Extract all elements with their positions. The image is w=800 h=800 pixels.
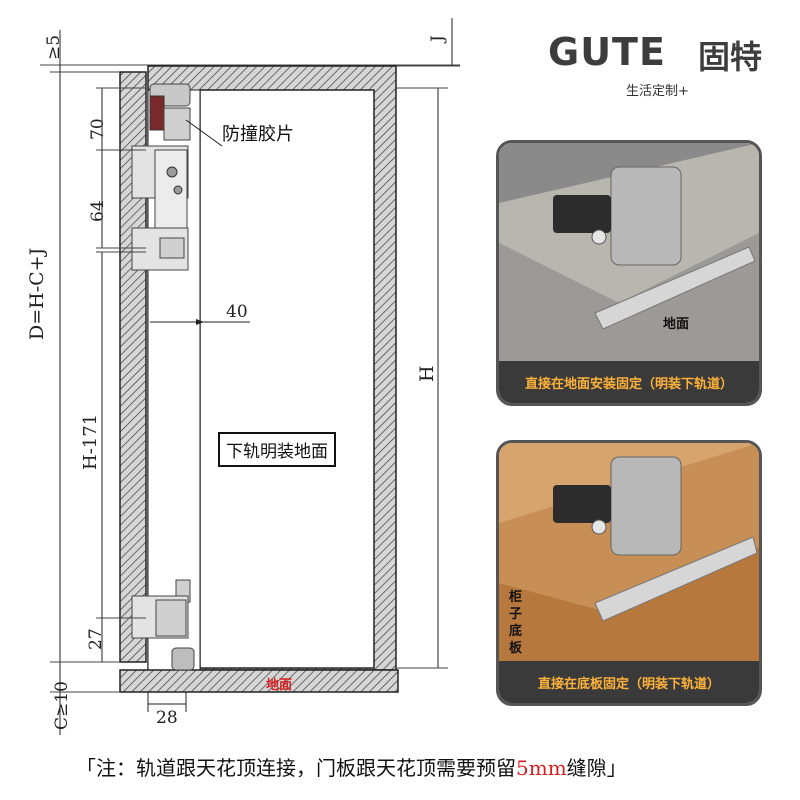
dim-top-gap: ≥5 (44, 34, 64, 60)
cabinet-frame (147, 65, 397, 671)
brand-wordmark: GUTE (548, 30, 666, 74)
dim-c-gap: C≥10 (52, 681, 72, 730)
dim-d-line (50, 71, 120, 663)
dim-h-line (396, 87, 448, 669)
bumper-label: 防撞胶片 (222, 124, 294, 145)
photo-panel-base: 柜子底板 直接在底板固定（明装下轨道） (496, 440, 762, 706)
dim-d-formula: D=H-C+J (26, 247, 48, 340)
dim-h: H (416, 365, 438, 382)
dim-hardware-lines (96, 87, 146, 662)
top-roller-hardware (131, 83, 191, 271)
floor-slab (119, 669, 399, 693)
photo-panel-floor: 地面 直接在地面安装固定（明装下轨道） (496, 140, 762, 406)
bottom-guide-hardware (131, 579, 195, 671)
brand-logo: GUTE 固特 生活定制+ (548, 24, 780, 104)
dim-70: 70 (88, 118, 108, 140)
dim-40: 40 (226, 302, 248, 322)
dim-27: 27 (86, 628, 106, 650)
photo-caption-floor: 直接在地面安装固定（明装下轨道） (499, 361, 759, 403)
dim-28-line (147, 692, 187, 712)
note-suffix: 缝隙」 (566, 756, 627, 780)
dim-j: J (428, 35, 448, 42)
note-prefix: 「注：轨道跟天花顶连接，门板跟天花顶需要预留 (76, 756, 516, 780)
dim-28: 28 (156, 708, 178, 728)
install-note: 「注：轨道跟天花顶连接，门板跟天花顶需要预留5mm缝隙」 (76, 752, 627, 781)
photo-caption-base: 直接在底板固定（明装下轨道） (499, 661, 759, 703)
brand-tagline: 生活定制+ (626, 84, 689, 99)
floor-mount-photo (499, 143, 759, 363)
dim-h171: H-171 (80, 413, 101, 470)
base-mount-photo (499, 443, 759, 663)
note-highlight: 5mm (516, 756, 567, 780)
dim-j-line (396, 18, 460, 67)
photo-label-base: 柜子底板 (509, 590, 523, 656)
dim-c-line (50, 662, 120, 735)
center-box-label: 下轨明装地面 (218, 432, 336, 467)
floor-label: 地面 (266, 678, 293, 693)
photo-label-floor: 地面 (663, 317, 690, 332)
dim-64: 64 (88, 200, 108, 222)
brand-cn-name: 固特 (698, 38, 763, 76)
bumper-leader (185, 119, 223, 147)
